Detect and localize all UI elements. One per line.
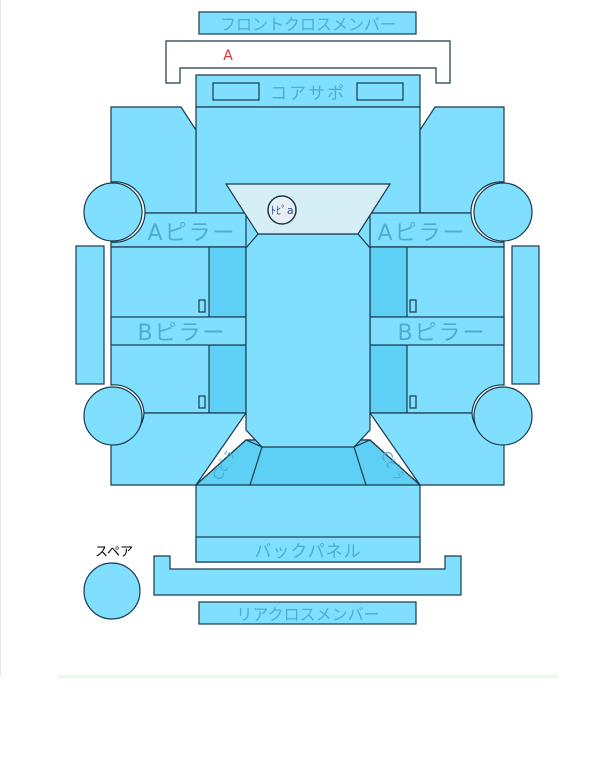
rear-bumper[interactable] (153, 555, 462, 596)
core-support-label: コアサポ (270, 84, 346, 104)
left-b-pillar-panel[interactable] (110, 316, 247, 346)
left-side-sill[interactable] (75, 245, 105, 385)
left-rear-wheel[interactable] (83, 386, 143, 446)
left-c-pillar-panel[interactable] (194, 439, 263, 486)
right-side-sill[interactable] (511, 245, 540, 385)
marker-a-label: A (223, 48, 233, 64)
footer-divider (58, 675, 558, 678)
spare-label: スペア (95, 545, 133, 560)
frame-border (0, 0, 1, 676)
rear-cross-member-panel[interactable] (198, 601, 417, 625)
right-c-pillar-panel[interactable] (353, 439, 422, 486)
a-pillar-right-label: Aピラー (377, 221, 466, 246)
back-panel-label: バックパネル (254, 542, 361, 562)
top-badge-label: ﾄﾋﾟa (270, 204, 293, 217)
rear-cross-member-label: リアクロスメンバー (236, 605, 379, 624)
core-support-left-slot (212, 82, 260, 101)
right-rear-wheel[interactable] (473, 386, 533, 446)
left-front-wheel[interactable] (83, 182, 143, 242)
windshield[interactable] (224, 183, 392, 235)
core-support-right-slot (356, 82, 404, 101)
right-rear-door-handle (409, 395, 417, 409)
spare-tire[interactable] (83, 562, 141, 620)
front-cross-member-panel[interactable] (198, 11, 417, 35)
right-a-pillar-panel[interactable] (369, 212, 505, 248)
roof-panel[interactable] (245, 233, 371, 448)
right-front-door-handle (409, 299, 417, 313)
top-badge-circle[interactable] (267, 195, 297, 225)
left-front-door-inner[interactable] (208, 246, 247, 318)
left-rear-door-inner[interactable] (208, 344, 247, 414)
front-cross-member-label: フロントクロスメンバー (220, 15, 396, 34)
a-pillar-left-label: Aピラー (147, 221, 236, 246)
b-pillar-right-label: Bピラー (397, 321, 486, 346)
back-panel[interactable] (195, 536, 421, 563)
right-rear-door-inner[interactable] (369, 344, 408, 414)
b-pillar-left-label: Bピラー (137, 321, 226, 346)
right-front-wheel[interactable] (473, 182, 533, 242)
right-b-pillar-panel[interactable] (369, 316, 505, 346)
right-front-door-inner[interactable] (369, 246, 408, 318)
marker-a-circle[interactable] (217, 44, 239, 66)
left-front-door-handle (198, 299, 206, 313)
left-rear-door-handle (198, 395, 206, 409)
